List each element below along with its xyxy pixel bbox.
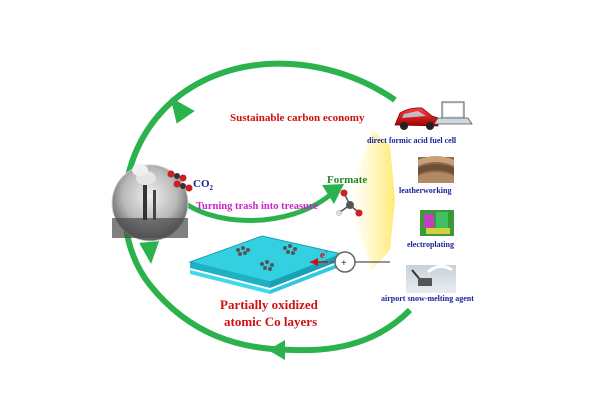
cycle-arrowhead-left [139, 241, 160, 264]
cycle-arc-right [294, 307, 413, 354]
catalyst-label-line2: atomic Co layers [224, 314, 317, 329]
app-label-electroplating: electroplating [407, 240, 454, 249]
snow-plow-icon [406, 265, 456, 293]
electroplating-icon [420, 210, 454, 236]
laptop-icon [433, 101, 473, 125]
svg-text:+: + [341, 258, 347, 269]
car-icon [394, 107, 439, 130]
co2-molecule-icon [167, 170, 193, 192]
electron-label: e- [320, 247, 328, 261]
factory-photo [111, 164, 189, 242]
sustainable-carbon-economy-label: Sustainable carbon economy [230, 112, 365, 124]
leather-icon [418, 156, 454, 183]
formate-molecule-icon [336, 189, 363, 217]
app-label-fuel-cell: direct formic acid fuel cell [367, 136, 457, 145]
catalyst-sheet [188, 235, 344, 294]
co-atom-clusters [236, 244, 297, 271]
conversion-arrowhead [322, 184, 344, 204]
app-label-snow-melting: airport snow-melting agent [381, 294, 474, 303]
cycle-arrowhead-top [170, 97, 195, 124]
cycle-arrowhead-bottom [268, 340, 285, 360]
catalyst-label-line1: Partially oxidized [220, 297, 319, 312]
formate-glow [350, 130, 395, 270]
app-label-leatherworking: leatherworking [399, 186, 451, 195]
conversion-arrow [173, 193, 332, 223]
electrode-icon [334, 251, 356, 273]
co2-label: CO2 [193, 178, 214, 192]
formate-label: Formate [327, 174, 367, 186]
trash-to-treasure-label: Turning trash into treasure [196, 201, 318, 212]
